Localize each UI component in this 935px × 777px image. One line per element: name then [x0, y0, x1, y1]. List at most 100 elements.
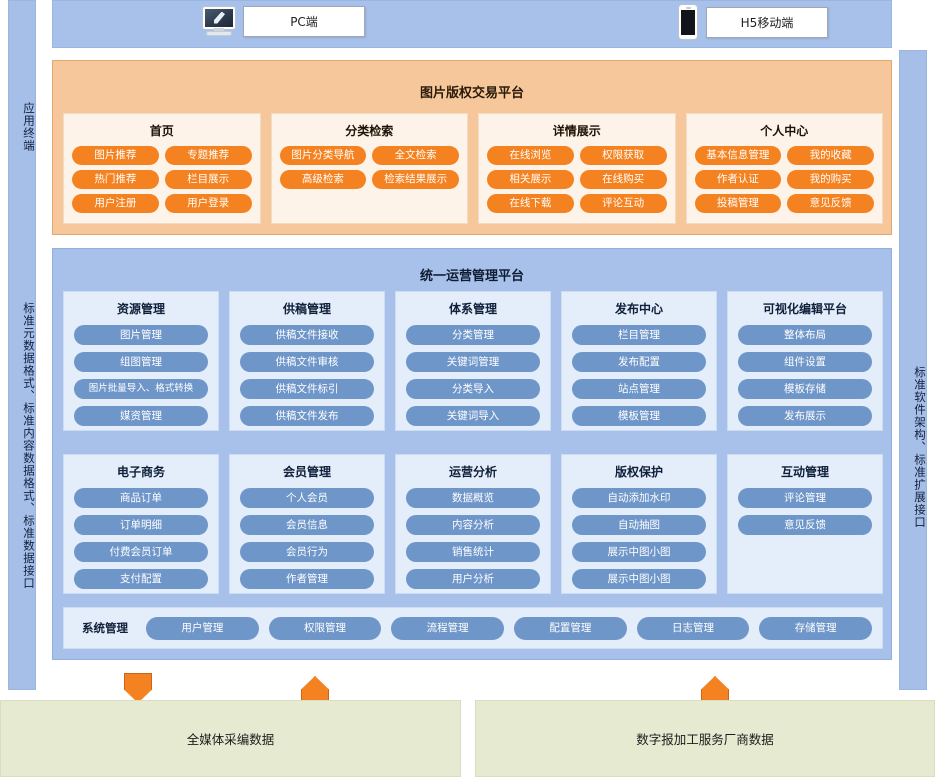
- card-ecommerce: 电子商务 商品订单 订单明细 付费会员订单 支付配置: [63, 454, 219, 594]
- pill-item[interactable]: 日志管理: [636, 616, 750, 640]
- card-member-management-title: 会员管理: [282, 465, 331, 479]
- card-interaction-management: 互动管理 评论管理 意见反馈: [727, 454, 883, 594]
- card-taxonomy-management: 体系管理 分类管理 关键词管理 分类导入 关键词导入: [395, 291, 551, 431]
- pill-item[interactable]: 自动添加水印: [572, 488, 706, 508]
- card-visual-editor-platform-title: 可视化编辑平台: [762, 302, 847, 316]
- pill-item[interactable]: 订单明细: [74, 515, 208, 535]
- pill-item[interactable]: 供稿文件发布: [240, 406, 374, 426]
- data-source-1-label: 全媒体采编数据: [186, 732, 275, 747]
- pill-item[interactable]: 分类导入: [406, 379, 540, 399]
- pill-item[interactable]: 作者管理: [240, 569, 374, 589]
- pill-item[interactable]: 整体布局: [738, 325, 872, 345]
- pill-item[interactable]: 在线下载: [487, 194, 574, 213]
- terminal-h5[interactable]: H5移动端: [678, 4, 828, 40]
- pill-item[interactable]: 发布展示: [738, 406, 872, 426]
- pill-item[interactable]: 权限获取: [579, 146, 667, 165]
- pill-item[interactable]: 模板管理: [572, 406, 706, 426]
- pill-item[interactable]: 模板存储: [738, 379, 872, 399]
- pill-item[interactable]: 会员行为: [240, 542, 374, 562]
- unified-platform-row-2: 电子商务 商品订单 订单明细 付费会员订单 支付配置 会员管理 个人会员 会员信…: [63, 454, 883, 594]
- pill-item[interactable]: 高级检索: [279, 170, 367, 189]
- pill-item[interactable]: 专题推荐: [164, 146, 252, 165]
- pill-item[interactable]: 站点管理: [572, 379, 706, 399]
- pill-item[interactable]: 展示中图小图: [572, 569, 706, 589]
- card-contribution-management-title: 供稿管理: [282, 302, 331, 316]
- pill-item[interactable]: 个人会员: [240, 488, 374, 508]
- card-copyright-protection-title: 版权保护: [614, 465, 663, 479]
- pill-item[interactable]: 我的购买: [787, 170, 874, 189]
- arrow-down-icon: [124, 673, 152, 703]
- pill-item[interactable]: 投稿管理: [694, 194, 782, 213]
- pill-item[interactable]: 用户分析: [406, 569, 540, 589]
- pill-item[interactable]: 数据概览: [406, 488, 540, 508]
- card-interaction-management-title: 互动管理: [780, 465, 829, 479]
- pill-item[interactable]: 用户注册: [72, 194, 159, 213]
- pill-item[interactable]: 我的收藏: [787, 146, 874, 165]
- pill-item[interactable]: 组图管理: [74, 352, 208, 372]
- pill-item[interactable]: 栏目管理: [572, 325, 706, 345]
- pill-item[interactable]: 配置管理: [514, 616, 627, 640]
- card-ecommerce-title: 电子商务: [116, 465, 165, 479]
- data-source-2-label: 数字报加工服务厂商数据: [636, 732, 774, 747]
- pill-item[interactable]: 发布配置: [572, 352, 706, 372]
- pill-item[interactable]: 图片分类导航: [279, 146, 367, 165]
- pill-item[interactable]: 栏目展示: [164, 170, 252, 189]
- pill-item[interactable]: 支付配置: [74, 569, 208, 589]
- pill-item[interactable]: 销售统计: [406, 542, 540, 562]
- pill-item[interactable]: 热门推荐: [72, 170, 159, 189]
- pill-item[interactable]: 分类管理: [406, 325, 540, 345]
- pill-item[interactable]: 付费会员订单: [74, 542, 208, 562]
- pill-item[interactable]: 在线浏览: [487, 146, 574, 165]
- pill-item[interactable]: 检索结果展示: [372, 170, 459, 189]
- pill-item[interactable]: 用户管理: [146, 616, 259, 640]
- card-detail-display-title: 详情展示: [552, 124, 601, 138]
- pill-item[interactable]: 流程管理: [391, 616, 505, 640]
- pill-item[interactable]: 组件设置: [738, 352, 872, 372]
- pill-item[interactable]: 图片推荐: [72, 146, 159, 165]
- card-interaction-management-items: 评论管理 意见反馈: [738, 488, 872, 535]
- phone-icon: [678, 4, 698, 40]
- pill-item[interactable]: 供稿文件审核: [240, 352, 374, 372]
- pill-item[interactable]: 意见反馈: [738, 515, 872, 535]
- pill-item[interactable]: 用户登录: [164, 194, 252, 213]
- pill-item[interactable]: 相关展示: [487, 170, 574, 189]
- pill-item[interactable]: 作者认证: [694, 170, 782, 189]
- pill-item[interactable]: 在线购买: [579, 170, 667, 189]
- pill-item[interactable]: 展示中图小图: [572, 542, 706, 562]
- data-source-digital-newspaper-vendor: 数字报加工服务厂商数据: [475, 700, 935, 777]
- pill-item[interactable]: 权限管理: [268, 616, 382, 640]
- pill-item[interactable]: 意见反馈: [787, 194, 874, 213]
- data-source-media-production: 全媒体采编数据: [0, 700, 461, 777]
- card-homepage-items: 图片推荐 专题推荐 热门推荐 栏目展示 用户注册 用户登录: [72, 146, 252, 213]
- unified-platform-section: 统一运营管理平台 资源管理 图片管理 组图管理 图片批量导入、格式转换 媒资管理…: [52, 248, 892, 660]
- pill-item[interactable]: 图片管理: [74, 325, 208, 345]
- card-personal-center: 个人中心 基本信息管理 我的收藏 作者认证 我的购买 投稿管理 意见反馈: [685, 113, 883, 224]
- pill-item[interactable]: 基本信息管理: [694, 146, 782, 165]
- pill-item[interactable]: 存储管理: [759, 616, 873, 640]
- left-rail-standards: 应用终端 标准元数据格式、标准内容数据格式、标准数据接口: [8, 0, 36, 690]
- terminal-pc[interactable]: PC端: [203, 6, 365, 37]
- pill-item[interactable]: 媒资管理: [74, 406, 208, 426]
- pill-item[interactable]: 关键词管理: [406, 352, 540, 372]
- pill-item[interactable]: 关键词导入: [406, 406, 540, 426]
- pill-item[interactable]: 评论互动: [579, 194, 667, 213]
- pill-item[interactable]: 内容分析: [406, 515, 540, 535]
- card-visual-editor-platform: 可视化编辑平台 整体布局 组件设置 模板存储 发布展示: [727, 291, 883, 431]
- system-management-label: 系统管理: [82, 621, 128, 635]
- card-resource-management-items: 图片管理 组图管理 图片批量导入、格式转换 媒资管理: [74, 325, 208, 426]
- pill-item[interactable]: 商品订单: [74, 488, 208, 508]
- pill-item[interactable]: 自动抽图: [572, 515, 706, 535]
- card-member-management-items: 个人会员 会员信息 会员行为 作者管理: [240, 488, 374, 589]
- pill-item[interactable]: 供稿文件标引: [240, 379, 374, 399]
- right-rail-standards-label: 标准软件架构、标准扩展接口: [913, 366, 927, 529]
- pill-item[interactable]: 图片批量导入、格式转换: [74, 379, 208, 399]
- monitor-icon: [203, 6, 235, 37]
- pill-item[interactable]: 评论管理: [738, 488, 872, 508]
- pill-item[interactable]: 会员信息: [240, 515, 374, 535]
- card-taxonomy-management-items: 分类管理 关键词管理 分类导入 关键词导入: [406, 325, 540, 426]
- pill-item[interactable]: 供稿文件接收: [240, 325, 374, 345]
- pill-item[interactable]: 全文检索: [372, 146, 459, 165]
- terminal-h5-label: H5移动端: [706, 6, 828, 38]
- unified-platform-row-1: 资源管理 图片管理 组图管理 图片批量导入、格式转换 媒资管理 供稿管理 供稿文…: [63, 291, 883, 431]
